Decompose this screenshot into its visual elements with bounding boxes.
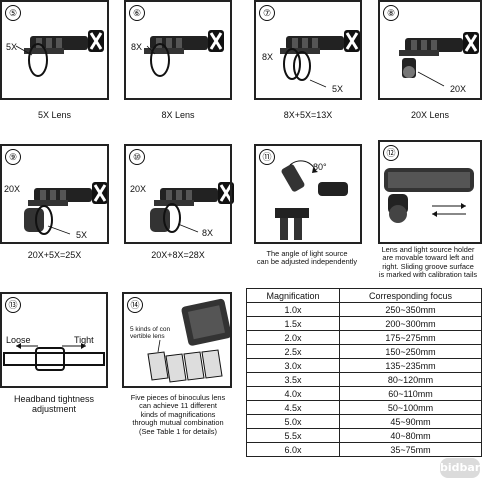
focus-cell: 35~75mm (339, 442, 482, 457)
magnification-cell: 3.5x (246, 372, 340, 387)
panel-number: ⑦ (259, 5, 275, 21)
panel-number: ⑪ (259, 149, 275, 165)
panel-6: ⑥ 8X (124, 0, 232, 100)
magnification-cell: 4.5x (246, 400, 340, 415)
table-header-row: Magnification Corresponding focus (246, 288, 482, 303)
lens-label: 5X (332, 84, 344, 94)
panel-number: ⑧ (383, 5, 399, 21)
header-magnification: Magnification (246, 288, 340, 303)
caption-line: adjustment (31, 404, 77, 414)
caption-8x: 8X Lens (161, 110, 195, 120)
magnification-cell: 2.0x (246, 330, 340, 345)
panel-11: ⑪ 80° (254, 144, 362, 244)
caption-angle: The angle of light source can be adjuste… (244, 249, 370, 267)
caption-line: kinds of magnifications (140, 409, 216, 419)
magnification-cell: 5.5x (246, 428, 340, 443)
caption-20x: 20X Lens (410, 110, 450, 120)
panel-12: ⑫ (378, 140, 482, 244)
label-line: 5 kinds of con (130, 326, 171, 333)
caption-25x: 20X+5X=25X (27, 250, 82, 260)
magnification-cell: 1.5x (246, 316, 340, 331)
panel-number: ⑬ (5, 297, 21, 313)
caption-line: The angle of light source (266, 249, 348, 258)
magnification-cell: 4.0x (246, 386, 340, 401)
panel-9: ⑨ 20X 5X (0, 144, 109, 244)
caption-28x: 20X+8X=28X (151, 250, 205, 260)
lens-label: 8X (131, 42, 143, 52)
loose-label: Loose (6, 335, 31, 345)
lens-label: 20X (450, 84, 467, 94)
focus-cell: 150~250mm (339, 344, 482, 359)
lens-label: 20X (130, 184, 147, 194)
caption-line: is marked with calibration tails (378, 270, 478, 280)
lens-label: 8X (262, 52, 274, 62)
panel-13: ⑬ Loose Tight (0, 292, 108, 388)
caption-line: can be adjusted independently (256, 257, 358, 267)
caption-13x: 8X+5X=13X (283, 110, 333, 120)
panel-number: ⑭ (127, 297, 143, 313)
focus-cell: 50~100mm (339, 400, 482, 415)
panel-number: ⑨ (5, 149, 21, 165)
focus-cell: 80~120mm (339, 372, 482, 387)
magnification-cell: 2.5x (246, 344, 340, 359)
caption-holder: Lens and light source holder are movable… (374, 245, 482, 280)
angle-label: 80° (313, 162, 327, 172)
panel-5: ⑤ 5X (0, 0, 109, 100)
focus-cell: 250~350mm (339, 302, 482, 317)
magnification-cell: 3.0x (246, 358, 340, 373)
caption-5x: 5X Lens (37, 110, 72, 120)
tight-label: Tight (74, 335, 94, 345)
caption-line: through mutual combination (132, 418, 224, 428)
lens-label: 5X (6, 42, 18, 52)
magnification-cell: 1.0x (246, 302, 340, 317)
caption-line: are movable toward left and (382, 253, 474, 263)
focus-cell: 135~235mm (339, 358, 482, 373)
caption-binoculus: Five pieces of binoculus lens can achiev… (118, 393, 238, 436)
focus-cell: 40~80mm (339, 428, 482, 443)
panel-8: ⑧ 20X (378, 0, 482, 100)
caption-line: (See Table 1 for details) (139, 426, 217, 436)
focus-cell: 200~300mm (339, 316, 482, 331)
caption-line: right. Sliding groove surface (382, 261, 474, 271)
label-line: vertible lens (130, 333, 165, 340)
panel-number: ⑥ (129, 5, 145, 21)
panel-7: ⑦ 8X 5X (254, 0, 362, 100)
caption-headband: Headband tightness adjustment (0, 394, 108, 414)
lens-label: 5X (76, 230, 88, 240)
focus-cell: 60~110mm (339, 386, 482, 401)
caption-line: Lens and light source holder (381, 245, 475, 254)
panel-14: ⑭ 5 kinds of con vertible lens (122, 292, 232, 388)
focus-cell: 175~275mm (339, 330, 482, 345)
focus-cell: 45~90mm (339, 414, 482, 429)
magnification-cell: 5.0x (246, 414, 340, 429)
lens-label: 8X (202, 228, 214, 238)
watermark: bidbar (440, 458, 480, 478)
panel-number: ⑩ (129, 149, 145, 165)
lens-label: 20X (4, 184, 21, 194)
caption-line: Headband tightness (13, 394, 95, 404)
panel-10: ⑩ 20X 8X (124, 144, 232, 244)
magnification-cell: 6.0x (246, 442, 340, 457)
panel-number: ⑫ (383, 145, 399, 161)
lens-kinds-label: 5 kinds of con vertible lens (130, 326, 170, 340)
header-focus: Corresponding focus (339, 288, 482, 303)
panel-number: ⑤ (5, 5, 21, 21)
caption-line: Five pieces of binoculus lens (130, 393, 226, 402)
caption-line: can achieve 11 different (139, 401, 217, 411)
